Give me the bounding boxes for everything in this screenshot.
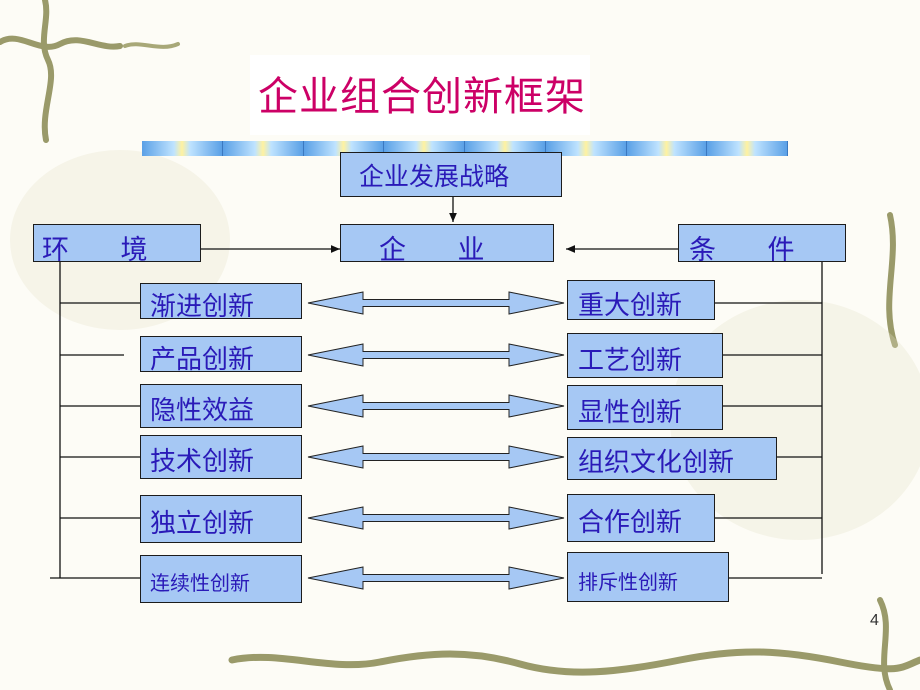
title-background — [250, 55, 590, 135]
double-headed-arrow — [307, 343, 565, 367]
right-item-box: 组织文化创新 — [567, 437, 777, 480]
right-item-box: 排斥性创新 — [567, 552, 729, 602]
enterprise-box: 企 业 — [340, 224, 554, 262]
left-item-label: 渐进创新 — [150, 292, 255, 319]
left-item-label: 技术创新 — [150, 447, 255, 477]
left-item-box: 连续性创新 — [140, 555, 302, 603]
left-item-box: 隐性效益 — [140, 384, 302, 428]
left-item-label: 独立创新 — [150, 509, 255, 539]
right-item-label: 重大创新 — [578, 291, 683, 320]
right-item-label: 组织文化创新 — [578, 448, 735, 478]
right-item-box: 重大创新 — [567, 280, 715, 320]
right-item-box: 工艺创新 — [567, 333, 723, 378]
strategy-box: 企业发展战略 — [340, 152, 562, 197]
left-item-box: 产品创新 — [140, 336, 302, 372]
environment-label: 环 境 — [42, 235, 148, 262]
left-item-box: 技术创新 — [140, 435, 302, 479]
left-item-box: 渐进创新 — [140, 283, 302, 319]
slide-title: 企业组合创新框架 — [258, 74, 586, 120]
left-item-label: 连续性创新 — [150, 571, 250, 595]
left-item-label: 产品创新 — [150, 345, 255, 372]
right-item-label: 工艺创新 — [578, 346, 683, 376]
left-item-label: 隐性效益 — [150, 396, 255, 426]
page-number: 4 — [870, 612, 879, 629]
double-headed-arrow — [307, 291, 565, 315]
conditions-box: 条 件 — [678, 224, 846, 262]
right-item-box: 显性创新 — [567, 385, 723, 430]
left-item-box: 独立创新 — [140, 495, 302, 543]
enterprise-label: 企 业 — [379, 235, 485, 262]
strategy-label: 企业发展战略 — [359, 162, 510, 191]
conditions-label: 条 件 — [689, 235, 795, 262]
right-item-label: 显性创新 — [578, 398, 683, 428]
environment-box: 环 境 — [33, 224, 201, 262]
right-item-label: 合作创新 — [578, 508, 683, 538]
right-item-label: 排斥性创新 — [578, 570, 678, 594]
double-headed-arrow — [307, 445, 565, 469]
double-headed-arrow — [307, 394, 565, 418]
double-headed-arrow — [307, 566, 565, 590]
right-item-box: 合作创新 — [567, 494, 715, 542]
double-headed-arrow — [307, 506, 565, 530]
